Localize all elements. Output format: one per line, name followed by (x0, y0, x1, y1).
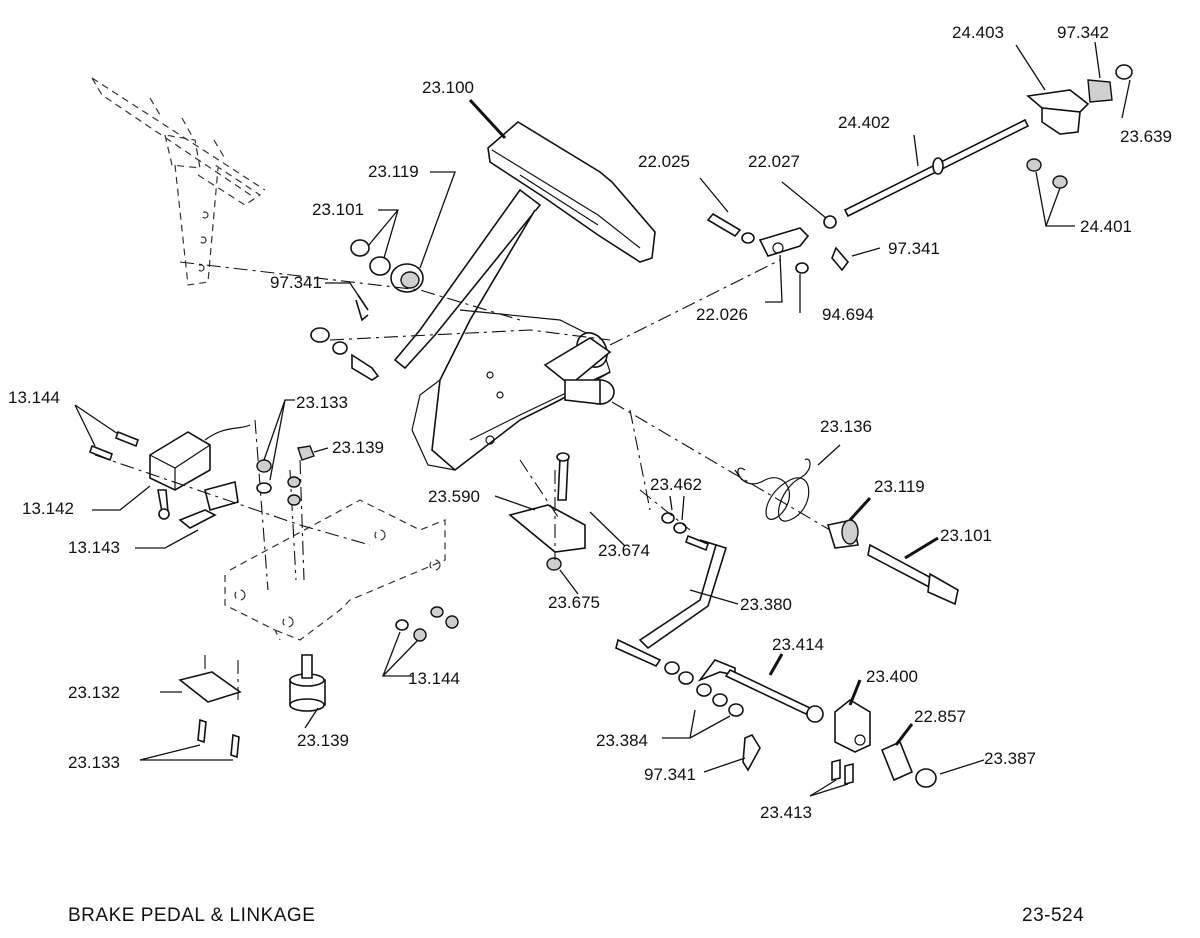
assembly-centerlines (94, 259, 831, 546)
fastener-hardware (178, 445, 459, 759)
label-23-133-b: 23.133 (68, 753, 120, 772)
pivot-bolt-right (826, 519, 959, 606)
label-23-139-b: 23.139 (297, 731, 349, 750)
label-24-402: 24.402 (838, 113, 890, 132)
label-22-026: 22.026 (696, 305, 748, 324)
label-23-101-b: 23.101 (940, 526, 992, 545)
label-22-025: 22.025 (638, 152, 690, 171)
label-23-675: 23.675 (548, 593, 600, 612)
brake-switch (89, 424, 251, 529)
label-23-119-b: 23.119 (874, 477, 925, 496)
brake-rod-and-clevis (706, 64, 1133, 274)
label-94-694: 94.694 (822, 305, 874, 324)
label-23-136: 23.136 (820, 417, 872, 436)
label-23-639: 23.639 (1120, 127, 1172, 146)
frame-outline-upper (91, 77, 266, 286)
label-97-341-a: 97.341 (270, 273, 322, 292)
page-number: 23-524 (1022, 905, 1085, 926)
label-23-380: 23.380 (740, 595, 792, 614)
mounting-plate-outline (204, 419, 446, 700)
label-23-462: 23.462 (650, 475, 702, 494)
pivot-hardware-left (310, 239, 424, 381)
label-23-590: 23.590 (428, 487, 480, 506)
label-23-132: 23.132 (68, 683, 120, 702)
label-23-384: 23.384 (596, 731, 648, 750)
label-23-400: 23.400 (866, 667, 918, 686)
label-23-119-a: 23.119 (368, 162, 419, 181)
label-13-142: 13.142 (22, 499, 74, 518)
label-23-139-a: 23.139 (332, 438, 384, 457)
lower-linkage (615, 409, 937, 788)
label-22-857: 22.857 (914, 707, 966, 726)
label-22-027: 22.027 (748, 152, 800, 171)
label-97-341-c: 97.341 (644, 765, 696, 784)
label-24-403: 24.403 (952, 23, 1004, 42)
label-23-101-a: 23.101 (312, 200, 364, 219)
leader-lines (74, 41, 1131, 797)
label-23-133-a: 23.133 (296, 393, 348, 412)
label-24-401: 24.401 (1080, 217, 1132, 236)
brake-pedal-arm (393, 121, 656, 472)
label-23-674: 23.674 (598, 541, 650, 560)
label-23-387: 23.387 (984, 749, 1036, 768)
label-97-341-b: 97.341 (888, 239, 940, 258)
return-spring (734, 458, 811, 522)
diagram-title: BRAKE PEDAL & LINKAGE (68, 905, 316, 926)
label-23-100: 23.100 (422, 78, 474, 97)
label-13-144-a: 13.144 (8, 388, 60, 407)
label-23-414: 23.414 (772, 635, 824, 654)
switch-bracket (508, 452, 586, 571)
label-23-413: 23.413 (760, 803, 812, 822)
label-13-144-b: 13.144 (408, 669, 460, 688)
label-97-342: 97.342 (1057, 23, 1109, 42)
label-13-143: 13.143 (68, 538, 120, 557)
part-labels: 23.100 23.119 23.101 97.341 24.403 97.34… (8, 23, 1172, 822)
